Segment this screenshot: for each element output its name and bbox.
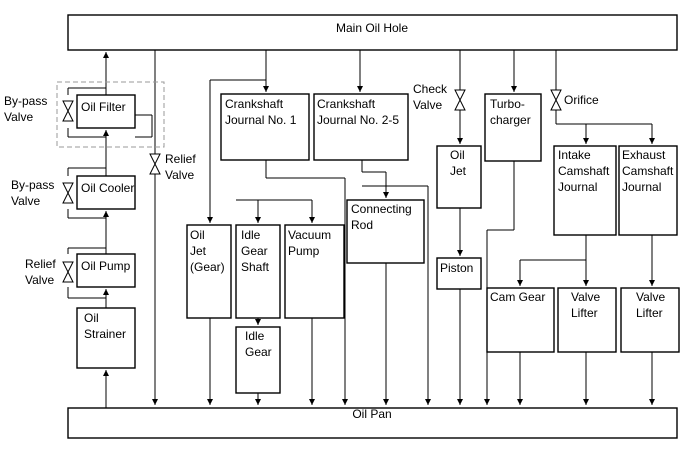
oil-filter-box: [76, 94, 136, 129]
valve-symbols: [62, 89, 562, 283]
turbocharger-label: Turbo-charger: [490, 97, 531, 127]
valve-lifter-exhaust-box: [620, 287, 680, 353]
orifice-icon: [550, 89, 562, 111]
oil-cooler-label: Oil Cooler: [81, 181, 134, 195]
orifice-label: Orifice: [564, 93, 599, 107]
crank-journal-1-box: [220, 93, 310, 161]
oil-pump-box: [76, 253, 136, 288]
turbocharger-box: [484, 93, 542, 162]
piston-box: [436, 257, 482, 290]
oil-jet-box: [436, 145, 482, 209]
oil-cooler-box: [76, 175, 136, 210]
vacuum-pump-box: [284, 224, 345, 319]
connecting-rod-box: [346, 199, 425, 264]
exhaust-camshaft-journal-box: [618, 145, 678, 236]
relief-pump-valve-icon: [62, 261, 74, 283]
piston-label: Piston: [440, 261, 473, 275]
oil-pan-label: Oil Pan: [352, 407, 391, 421]
oil-strainer-box: [76, 307, 136, 369]
oil-pan-box: [67, 407, 678, 439]
valve-lifter-intake-box: [557, 287, 617, 353]
bypass-filter-valve-icon: [62, 100, 74, 122]
intake-camshaft-journal-box: [553, 145, 617, 236]
main-oil-hole-label: Main Oil Hole: [336, 21, 408, 35]
bypass-cooler-valve-icon: [62, 182, 74, 204]
relief-main-valve-icon: [149, 153, 161, 175]
filter-assembly-outline: [56, 81, 165, 148]
main-oil-hole-box: [67, 14, 678, 51]
oil-jet-gear-box: [186, 224, 232, 319]
oil-pump-label: Oil Pump: [81, 259, 131, 273]
cam-gear-label: Cam Gear: [490, 290, 545, 304]
check-valve-icon: [454, 89, 466, 111]
idle-gear-box: [235, 326, 281, 394]
crank-journal-2-5-box: [313, 93, 409, 161]
oil-filter-label: Oil Filter: [81, 100, 126, 114]
idle-gear-shaft-box: [235, 224, 281, 319]
cam-gear-box: [486, 287, 555, 353]
flow-lines: [67, 50, 655, 408]
